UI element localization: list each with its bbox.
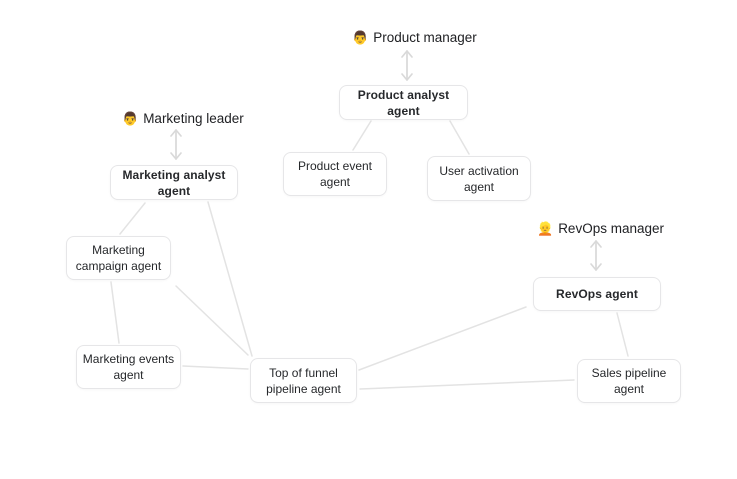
node-revops-agent[interactable]: RevOps agent <box>533 277 661 311</box>
person-emoji-icon: 👨 <box>352 30 369 45</box>
arrowhead-up-icon <box>590 240 602 248</box>
arrowhead-down-icon <box>590 263 602 271</box>
edge-product-analyst-agent--user-activation-agent <box>449 120 470 155</box>
node-top-of-funnel-pipeline-agent[interactable]: Top of funnel pipeline agent <box>250 358 357 403</box>
label-marketing-leader: 👨 Marketing leader <box>122 110 244 127</box>
edge-marketing-campaign-agent--top-of-funnel-pipeline-agent <box>175 285 249 356</box>
edge-marketing-campaign-agent--marketing-events-agent <box>110 281 120 344</box>
label-revops-manager: 👱 RevOps manager <box>537 220 664 237</box>
node-user-activation-agent[interactable]: User activation agent <box>427 156 531 201</box>
node-product-event-agent[interactable]: Product event agent <box>283 152 387 196</box>
node-marketing-analyst-agent[interactable]: Marketing analyst agent <box>110 165 238 200</box>
label-text-marketing-leader: Marketing leader <box>143 111 244 126</box>
arrowhead-up-icon <box>401 50 413 58</box>
edge-product-analyst-agent--product-event-agent <box>352 120 372 151</box>
label-product-manager: 👨 Product manager <box>352 29 477 46</box>
node-marketing-campaign-agent[interactable]: Marketing campaign agent <box>66 236 171 280</box>
person-emoji-icon: 👱 <box>537 221 554 236</box>
double-arrow-revops-manager--revops-agent <box>590 240 602 271</box>
arrowhead-down-icon <box>170 152 182 160</box>
node-sales-pipeline-agent[interactable]: Sales pipeline agent <box>577 359 681 403</box>
edge-revops-agent--sales-pipeline-agent <box>616 312 629 357</box>
double-arrow-product-manager--product-analyst-agent <box>401 50 413 81</box>
arrowhead-up-icon <box>170 129 182 137</box>
double-arrow-marketing-leader--marketing-analyst-agent <box>170 129 182 160</box>
person-emoji-icon: 👨 <box>122 111 139 126</box>
edge-marketing-analyst-agent--marketing-campaign-agent <box>119 202 146 235</box>
edge-revops-agent--top-of-funnel-pipeline-agent <box>358 306 527 371</box>
label-text-product-manager: Product manager <box>373 30 477 45</box>
edge-marketing-events-agent--top-of-funnel-pipeline-agent <box>182 365 249 370</box>
edge-marketing-analyst-agent--top-of-funnel-pipeline-agent <box>207 201 253 357</box>
node-marketing-events-agent[interactable]: Marketing events agent <box>76 345 181 389</box>
label-text-revops-manager: RevOps manager <box>558 221 664 236</box>
node-product-analyst-agent[interactable]: Product analyst agent <box>339 85 468 120</box>
edge-top-of-funnel-pipeline-agent--sales-pipeline-agent <box>359 379 575 390</box>
arrowhead-down-icon <box>401 73 413 81</box>
